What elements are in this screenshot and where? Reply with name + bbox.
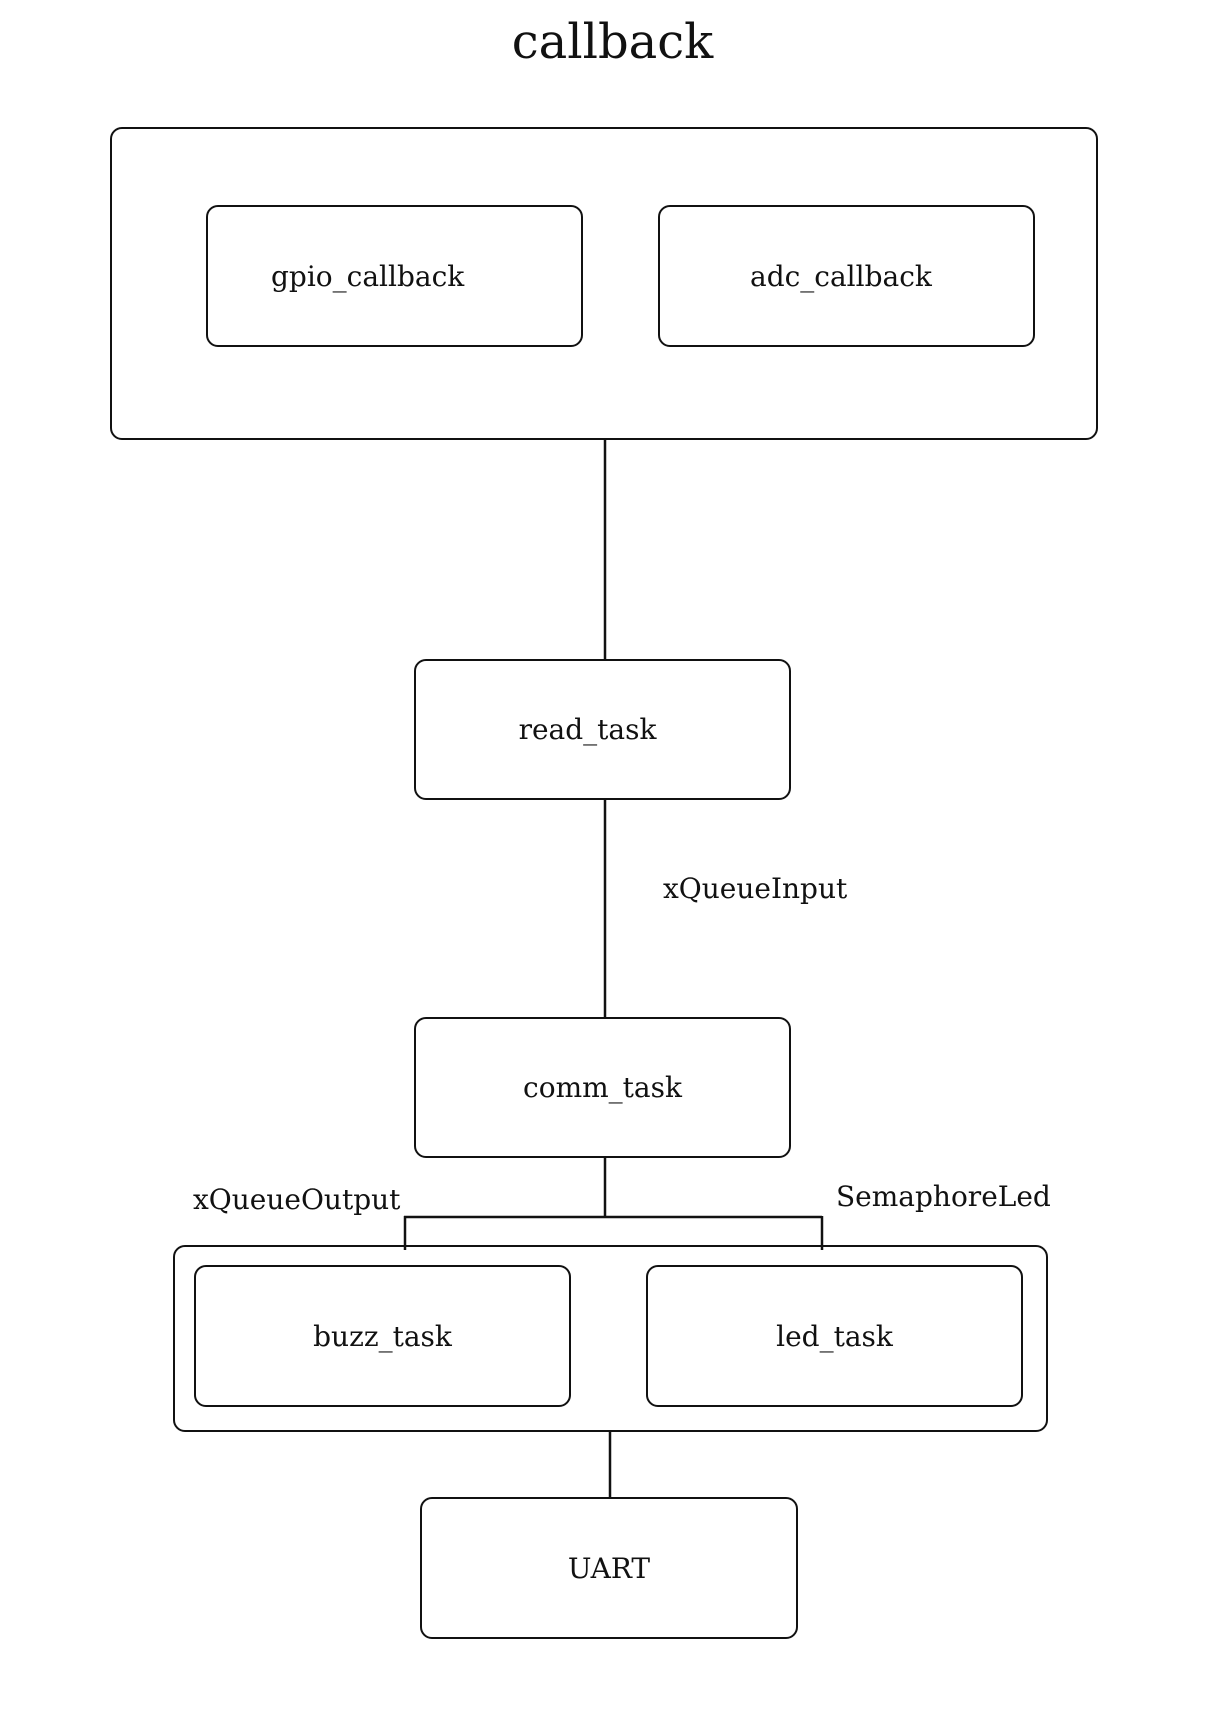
gpio-callback-node[interactable]: gpio_callback	[206, 205, 583, 347]
read-task-node[interactable]: read_task	[414, 659, 791, 800]
uart-node[interactable]: UART	[420, 1497, 798, 1639]
xqueueoutput-label: xQueueOutput	[193, 1183, 401, 1216]
read-task-label: read_task	[518, 713, 657, 746]
led-task-label: led_task	[776, 1319, 893, 1353]
adc-callback-label: adc_callback	[750, 259, 932, 293]
xqueueinput-label: xQueueInput	[663, 872, 848, 905]
led-task-node[interactable]: led_task	[646, 1265, 1023, 1407]
buzz-task-label: buzz_task	[313, 1319, 452, 1353]
gpio-callback-label: gpio_callback	[271, 259, 465, 293]
adc-callback-node[interactable]: adc_callback	[658, 205, 1035, 347]
callback-group	[110, 127, 1098, 440]
semaphoreled-label: SemaphoreLed	[836, 1180, 1051, 1213]
uart-label: UART	[567, 1551, 651, 1585]
task-group	[173, 1245, 1048, 1432]
diagram-title: callback	[511, 14, 714, 70]
comm-task-node[interactable]: comm_task	[414, 1017, 791, 1158]
comm-task-label: comm_task	[523, 1071, 682, 1104]
buzz-task-node[interactable]: buzz_task	[194, 1265, 571, 1407]
